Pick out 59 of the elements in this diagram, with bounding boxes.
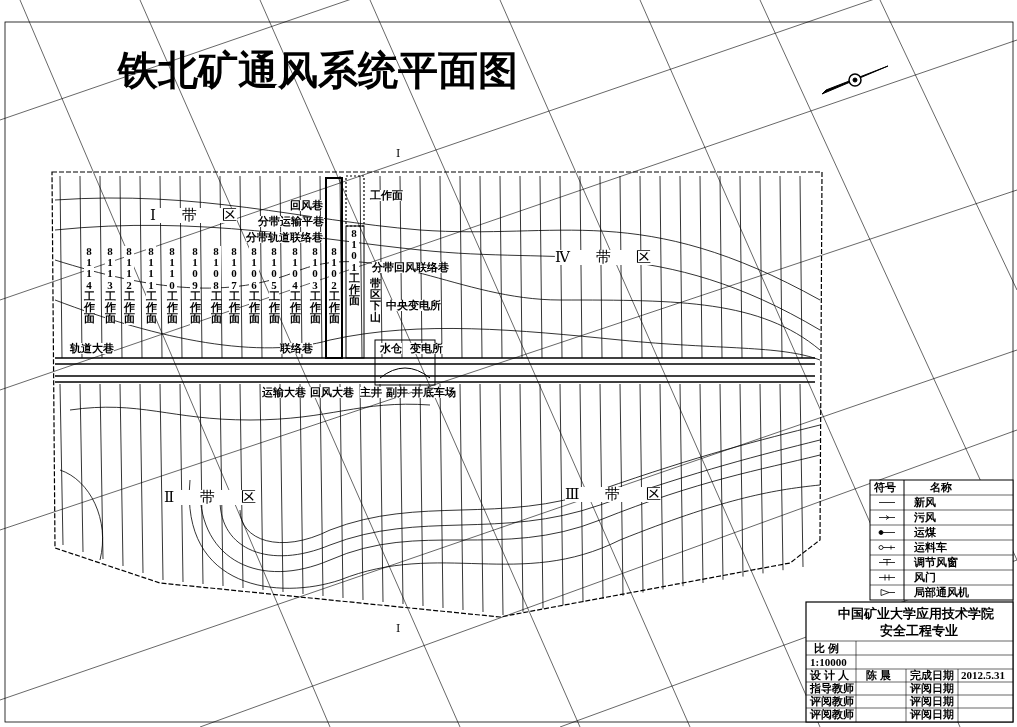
roadway-label: 变电所 [410,343,443,354]
roadway-label: 工作面 [370,190,403,201]
table-text: 2012.5.31 [961,670,1005,681]
table-text: 评阅教师 [810,696,854,707]
legend-text: 新风 [914,497,936,508]
table-text: 比 例 [814,643,839,654]
workface-label: 8114工作面 [84,246,94,325]
table-text: 符号 [874,482,896,493]
workface-label: 8109工作面 [190,246,200,325]
workface-label: 8101工作面 [349,228,359,307]
roadway-label: 副井 [386,387,408,398]
legend-text: 污风 [914,512,936,523]
workface-label: 8106工作面 [249,246,259,325]
zone-label: Ⅳ 带 区 [555,250,652,265]
legend-text: 局部通风机 [914,587,969,598]
roadway-label: 回风巷 [290,200,323,211]
institution-text: 中国矿业大学应用技术学院 [838,607,994,620]
drawing-title: 铁北矿通风系统平面图 [118,50,518,90]
roadway-label: 分带轨道联络巷 [246,232,323,243]
roadway-label: 主井 [360,387,382,398]
roadway-label: 水仓 [380,343,402,354]
workface-label: 8104工作面 [290,246,300,325]
roadway-label: 分带运输平巷 [258,216,324,227]
roadway-label: 轨道大巷 [70,343,114,354]
workface-label: 8102工作面 [329,246,339,325]
table-text: 指导教师 [810,683,854,694]
roadway-label: 回风大巷 [310,387,354,398]
workface-label: 8110工作面 [167,246,177,325]
workface-label: 8112工作面 [124,246,134,325]
workface-label: 8103工作面 [310,246,320,325]
roadway-label: 运输大巷 [262,387,306,398]
table-text: 完成日期 [910,670,954,681]
table-text: 评阅日期 [910,696,954,707]
roadway-label: 分带回风联络巷 [372,262,449,273]
table-text: 1:10000 [810,657,847,668]
table-text: 评阅教师 [810,709,854,720]
workface-label: 8111工作面 [146,246,156,325]
roadway-label: 井底车场 [412,387,456,398]
roadway-label: 联络巷 [280,343,313,354]
section-mark: Ⅰ [396,148,401,159]
legend-text: 运煤 [914,527,936,538]
roadway-label: 中央变电所 [386,300,441,311]
workface-label: 8105工作面 [269,246,279,325]
workface-label: 带区下山 [370,278,380,323]
table-text: 设 计 人 [810,670,849,681]
table-text: 名称 [930,482,952,493]
section-mark: Ⅰ [396,623,401,634]
zone-label: Ⅱ 带 区 [164,490,256,505]
institution-text: 安全工程专业 [880,624,958,637]
zone-label: Ⅲ 带 区 [565,487,661,502]
legend-text: 风门 [914,572,936,583]
legend-text: 运料车 [914,542,947,553]
legend-text: 调节风窗 [914,557,958,568]
zone-label: Ⅰ 带 区 [150,208,238,223]
table-text: 评阅日期 [910,683,954,694]
table-text: 陈 晨 [866,670,891,681]
table-text: 评阅日期 [910,709,954,720]
workface-label: 8113工作面 [105,246,115,325]
workface-label: 8107工作面 [229,246,239,325]
